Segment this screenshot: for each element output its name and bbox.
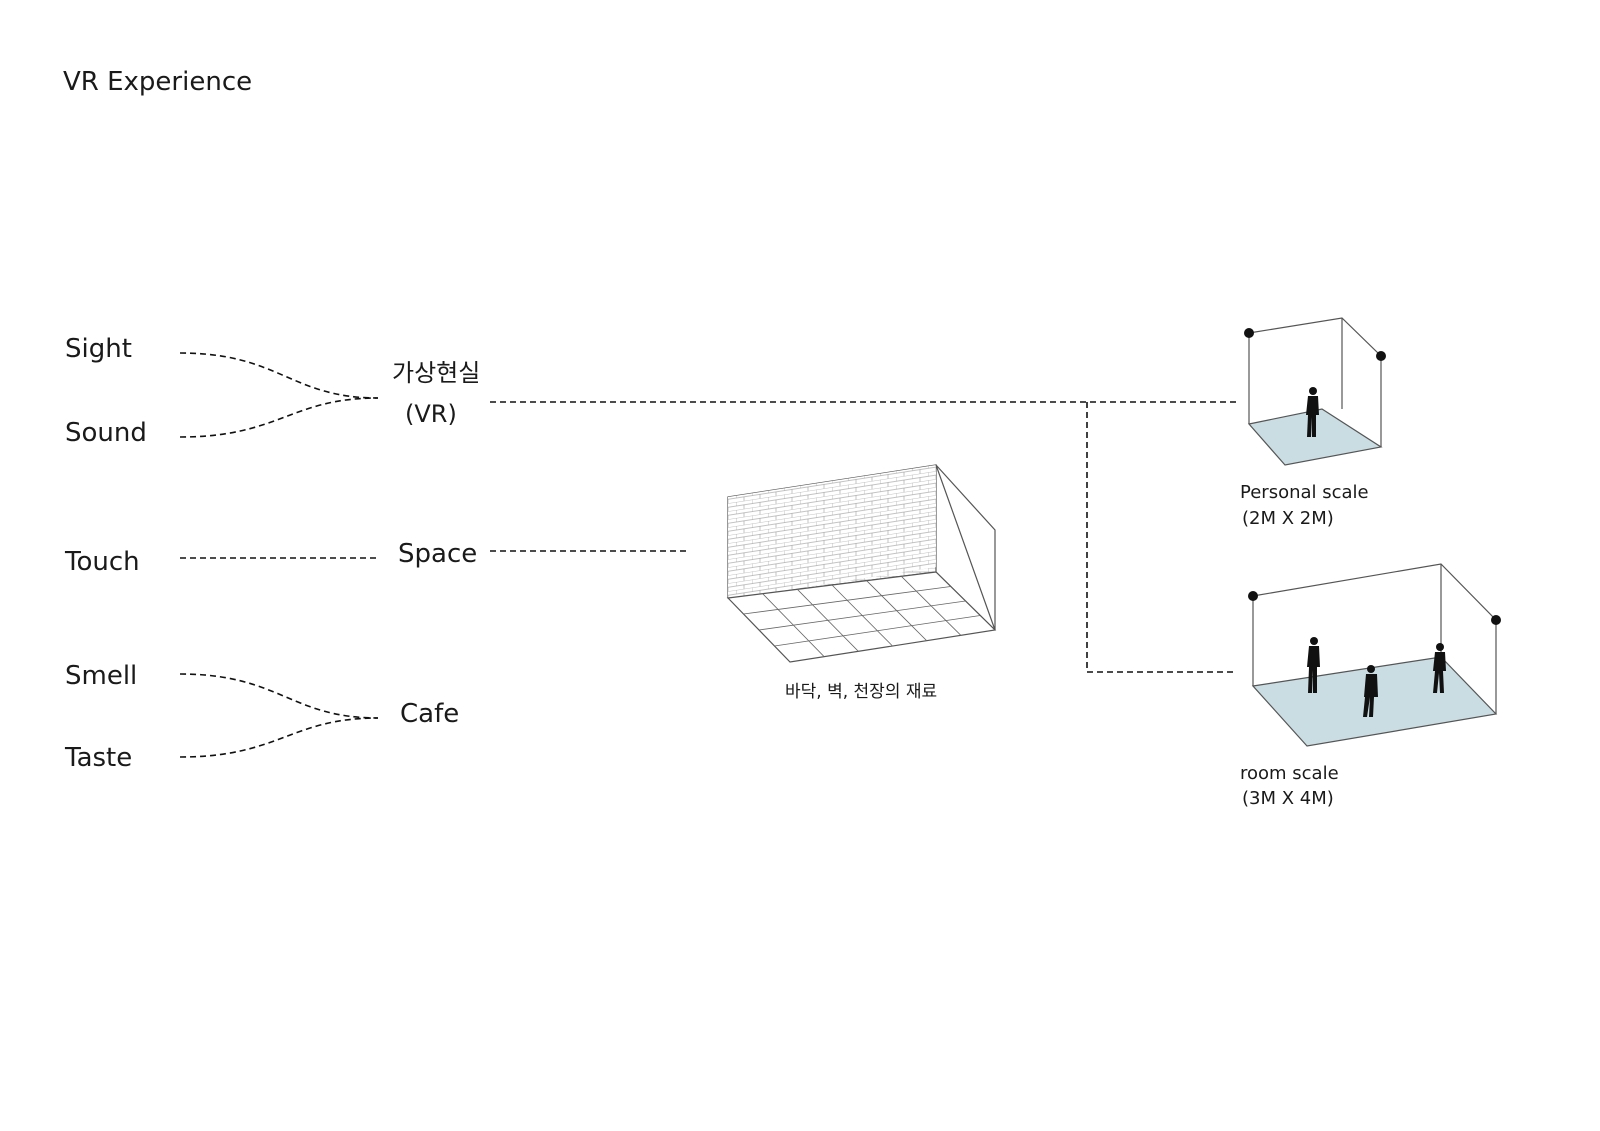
connector-taste-cafe — [179, 717, 379, 758]
materials-caption: 바닥, 벽, 천장의 재료 — [785, 682, 937, 702]
hub-vr-abbr: (VR) — [405, 400, 457, 428]
personal-scale-size: (2M X 2M) — [1242, 508, 1334, 529]
person-silhouette-icon — [1433, 643, 1446, 693]
hub-cafe: Cafe — [400, 699, 459, 729]
personal-scale-label: Personal scale — [1240, 482, 1369, 503]
connector-vr-room — [1086, 402, 1236, 673]
sensor-dot-icon — [1244, 328, 1254, 338]
sensor-dot-icon — [1491, 615, 1501, 625]
floor-tile-grid — [743, 576, 981, 657]
room-scale-size: (3M X 4M) — [1242, 788, 1334, 809]
person-silhouette-icon — [1363, 665, 1378, 717]
hub-vr-korean: 가상현실 — [392, 359, 480, 387]
connector-sight-vr — [179, 352, 379, 399]
sensor-dot-icon — [1376, 351, 1386, 361]
personal-scale-illustration: Personal scale (2M X 2M) — [1240, 317, 1386, 529]
sense-sight: Sight — [65, 334, 132, 364]
sense-taste: Taste — [64, 743, 132, 773]
sensor-dot-icon — [1248, 591, 1258, 601]
sense-connectors — [179, 352, 379, 758]
materials-illustration: 바닥, 벽, 천장의 재료 — [726, 464, 997, 702]
connector-smell-cafe — [179, 673, 379, 719]
side-frame — [935, 464, 996, 631]
hub-connectors — [490, 401, 1238, 673]
sense-smell: Smell — [65, 661, 137, 691]
person-silhouette-icon — [1307, 637, 1320, 693]
page-title: VR Experience — [63, 67, 252, 97]
person-silhouette-icon — [1306, 387, 1319, 437]
floor-grid-line — [774, 615, 981, 647]
floor-grid-line — [758, 600, 966, 631]
hub-space: Space — [398, 539, 477, 569]
connector-sound-vr — [179, 397, 379, 438]
room-scale-label: room scale — [1240, 763, 1339, 784]
sense-sound: Sound — [65, 418, 147, 448]
sense-touch: Touch — [64, 547, 140, 577]
room-scale-illustration: room scale (3M X 4M) — [1240, 563, 1501, 809]
floor-grid-line — [743, 586, 951, 615]
